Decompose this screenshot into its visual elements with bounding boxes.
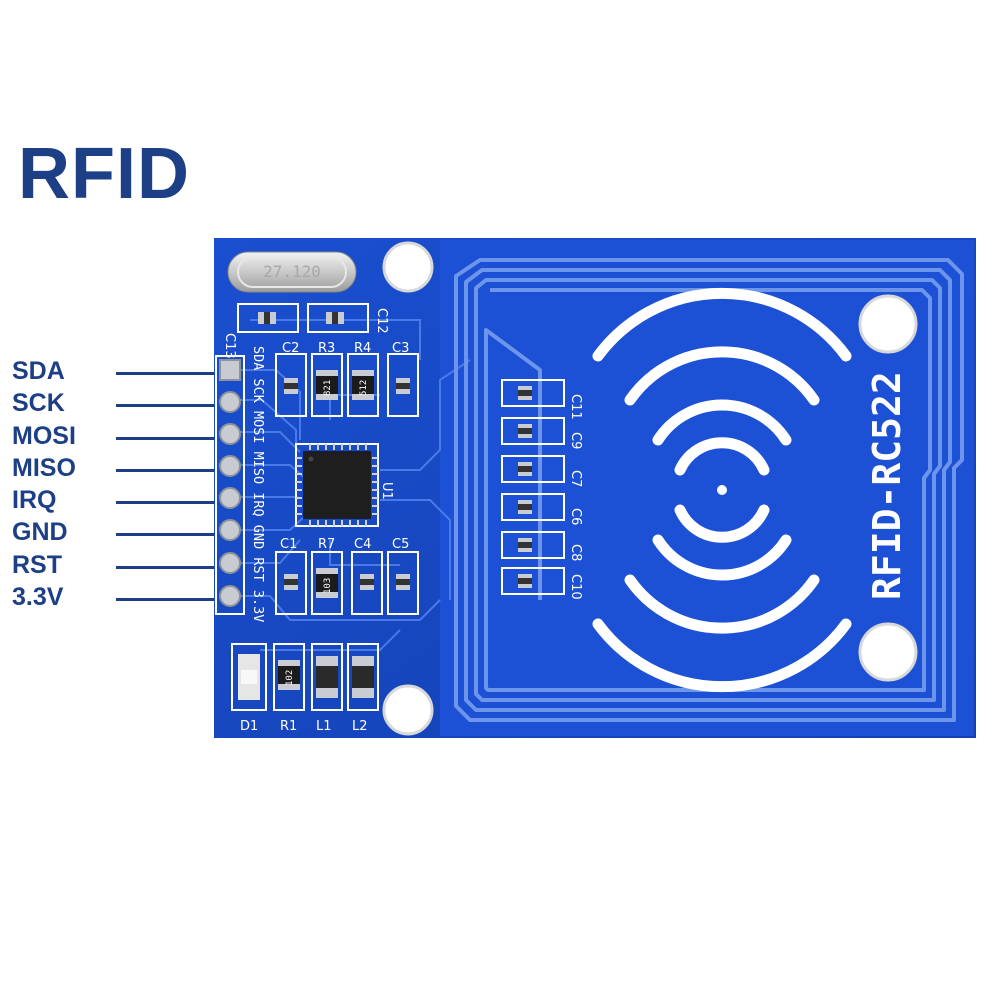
mounting-holes: [382, 241, 918, 736]
label-r4: R4: [354, 341, 371, 356]
label-c10: C10: [568, 574, 583, 600]
wireless-symbol-icon: [592, 287, 852, 693]
label-c4: C4: [354, 537, 371, 552]
pin-leader-line: [116, 501, 218, 505]
pin-label: MOSI: [12, 421, 76, 450]
label-l2: L2: [352, 719, 368, 734]
label-c11: C11: [568, 394, 583, 420]
label-d1: D1: [240, 719, 258, 734]
mounting-hole: [858, 622, 918, 682]
marking-r3: 821: [323, 380, 333, 396]
pin-leader-line: [116, 468, 218, 472]
lower-component-row: 103 C1 R7 C4 C5: [275, 537, 419, 615]
header-silkscreen: SDA SCK MOSI MISO IRQ GND RST 3.3V: [250, 346, 266, 622]
rc522-chip: U1: [295, 443, 394, 527]
mounting-hole: [858, 294, 918, 354]
label-c8: C8: [568, 544, 583, 561]
pin-row-gnd: GND: [10, 517, 218, 549]
crystal-marking: 27.120: [263, 262, 321, 281]
pin-pad: [219, 519, 241, 541]
label-c1: C1: [280, 537, 297, 552]
pin-pad: [219, 391, 241, 413]
marking-r7: 103: [323, 578, 333, 594]
label-c6: C6: [568, 508, 583, 525]
pin-pad: [219, 585, 241, 607]
mounting-hole: [382, 684, 434, 736]
pin-row-miso: MISO: [10, 453, 218, 485]
pin-label: SDA: [12, 357, 65, 385]
pin-list: SDA SCK MOSI MISO IRQ GND RST 3.3V: [10, 356, 218, 614]
pin-pad-square: [219, 359, 241, 381]
pin-label: RST: [12, 550, 62, 579]
upper-component-row: 821 512 C2 R3 R4 C3: [275, 341, 419, 417]
label-c5: C5: [392, 537, 409, 552]
pin-header: SDA SCK MOSI MISO IRQ GND RST 3.3V: [215, 346, 266, 622]
marking-r1: 102: [285, 670, 295, 686]
pin-label: SCK: [12, 389, 65, 418]
pin-leader-line: [116, 436, 218, 440]
pin-label: MISO: [12, 453, 76, 482]
marking-r4: 512: [359, 380, 369, 396]
pin-row-rst: RST: [10, 550, 218, 582]
pin-leader-line: [116, 404, 218, 408]
pin-row-mosi: MOSI: [10, 421, 218, 453]
bottom-component-row: 102 D1 R1 L1 L2: [231, 643, 379, 734]
pin-label: IRQ: [12, 486, 57, 515]
pin-pad: [219, 455, 241, 477]
pin-leader-line: [116, 598, 218, 602]
label-r7: R7: [318, 537, 335, 552]
pin-row-sck: SCK: [10, 388, 218, 420]
crystal-oscillator: 27.120: [227, 251, 357, 293]
pin-row-3v3: 3.3V: [10, 582, 218, 614]
pin-row-irq: IRQ: [10, 485, 218, 517]
label-c9: C9: [568, 432, 583, 449]
pin-leader-line: [116, 372, 218, 375]
label-c7: C7: [568, 470, 583, 487]
label-c3: C3: [392, 341, 409, 356]
pin-row-sda: SDA: [10, 356, 218, 388]
pin-pad: [219, 423, 241, 445]
antenna-coil: [454, 258, 964, 722]
label-u1: U1: [379, 482, 394, 500]
label-c2: C2: [282, 341, 299, 356]
c13-c12-capacitors: C13 C12: [222, 303, 389, 359]
pin-label: 3.3V: [12, 583, 64, 612]
model-label: RFID-RC522: [865, 371, 909, 600]
capacitor-ladder: C11 C9 C7 C6 C8 C10: [501, 379, 583, 600]
mounting-hole: [382, 241, 434, 293]
pin-leader-line: [116, 533, 218, 537]
pin-leader-line: [116, 565, 218, 569]
label-c12: C12: [374, 308, 389, 334]
label-l1: L1: [316, 719, 332, 734]
pin-label: GND: [12, 518, 68, 547]
title: RFID: [18, 134, 190, 214]
label-c13: C13: [222, 333, 237, 359]
pin-pad: [219, 552, 241, 574]
pin-pad: [219, 487, 241, 509]
label-r3: R3: [318, 341, 335, 356]
label-r1: R1: [280, 719, 297, 734]
